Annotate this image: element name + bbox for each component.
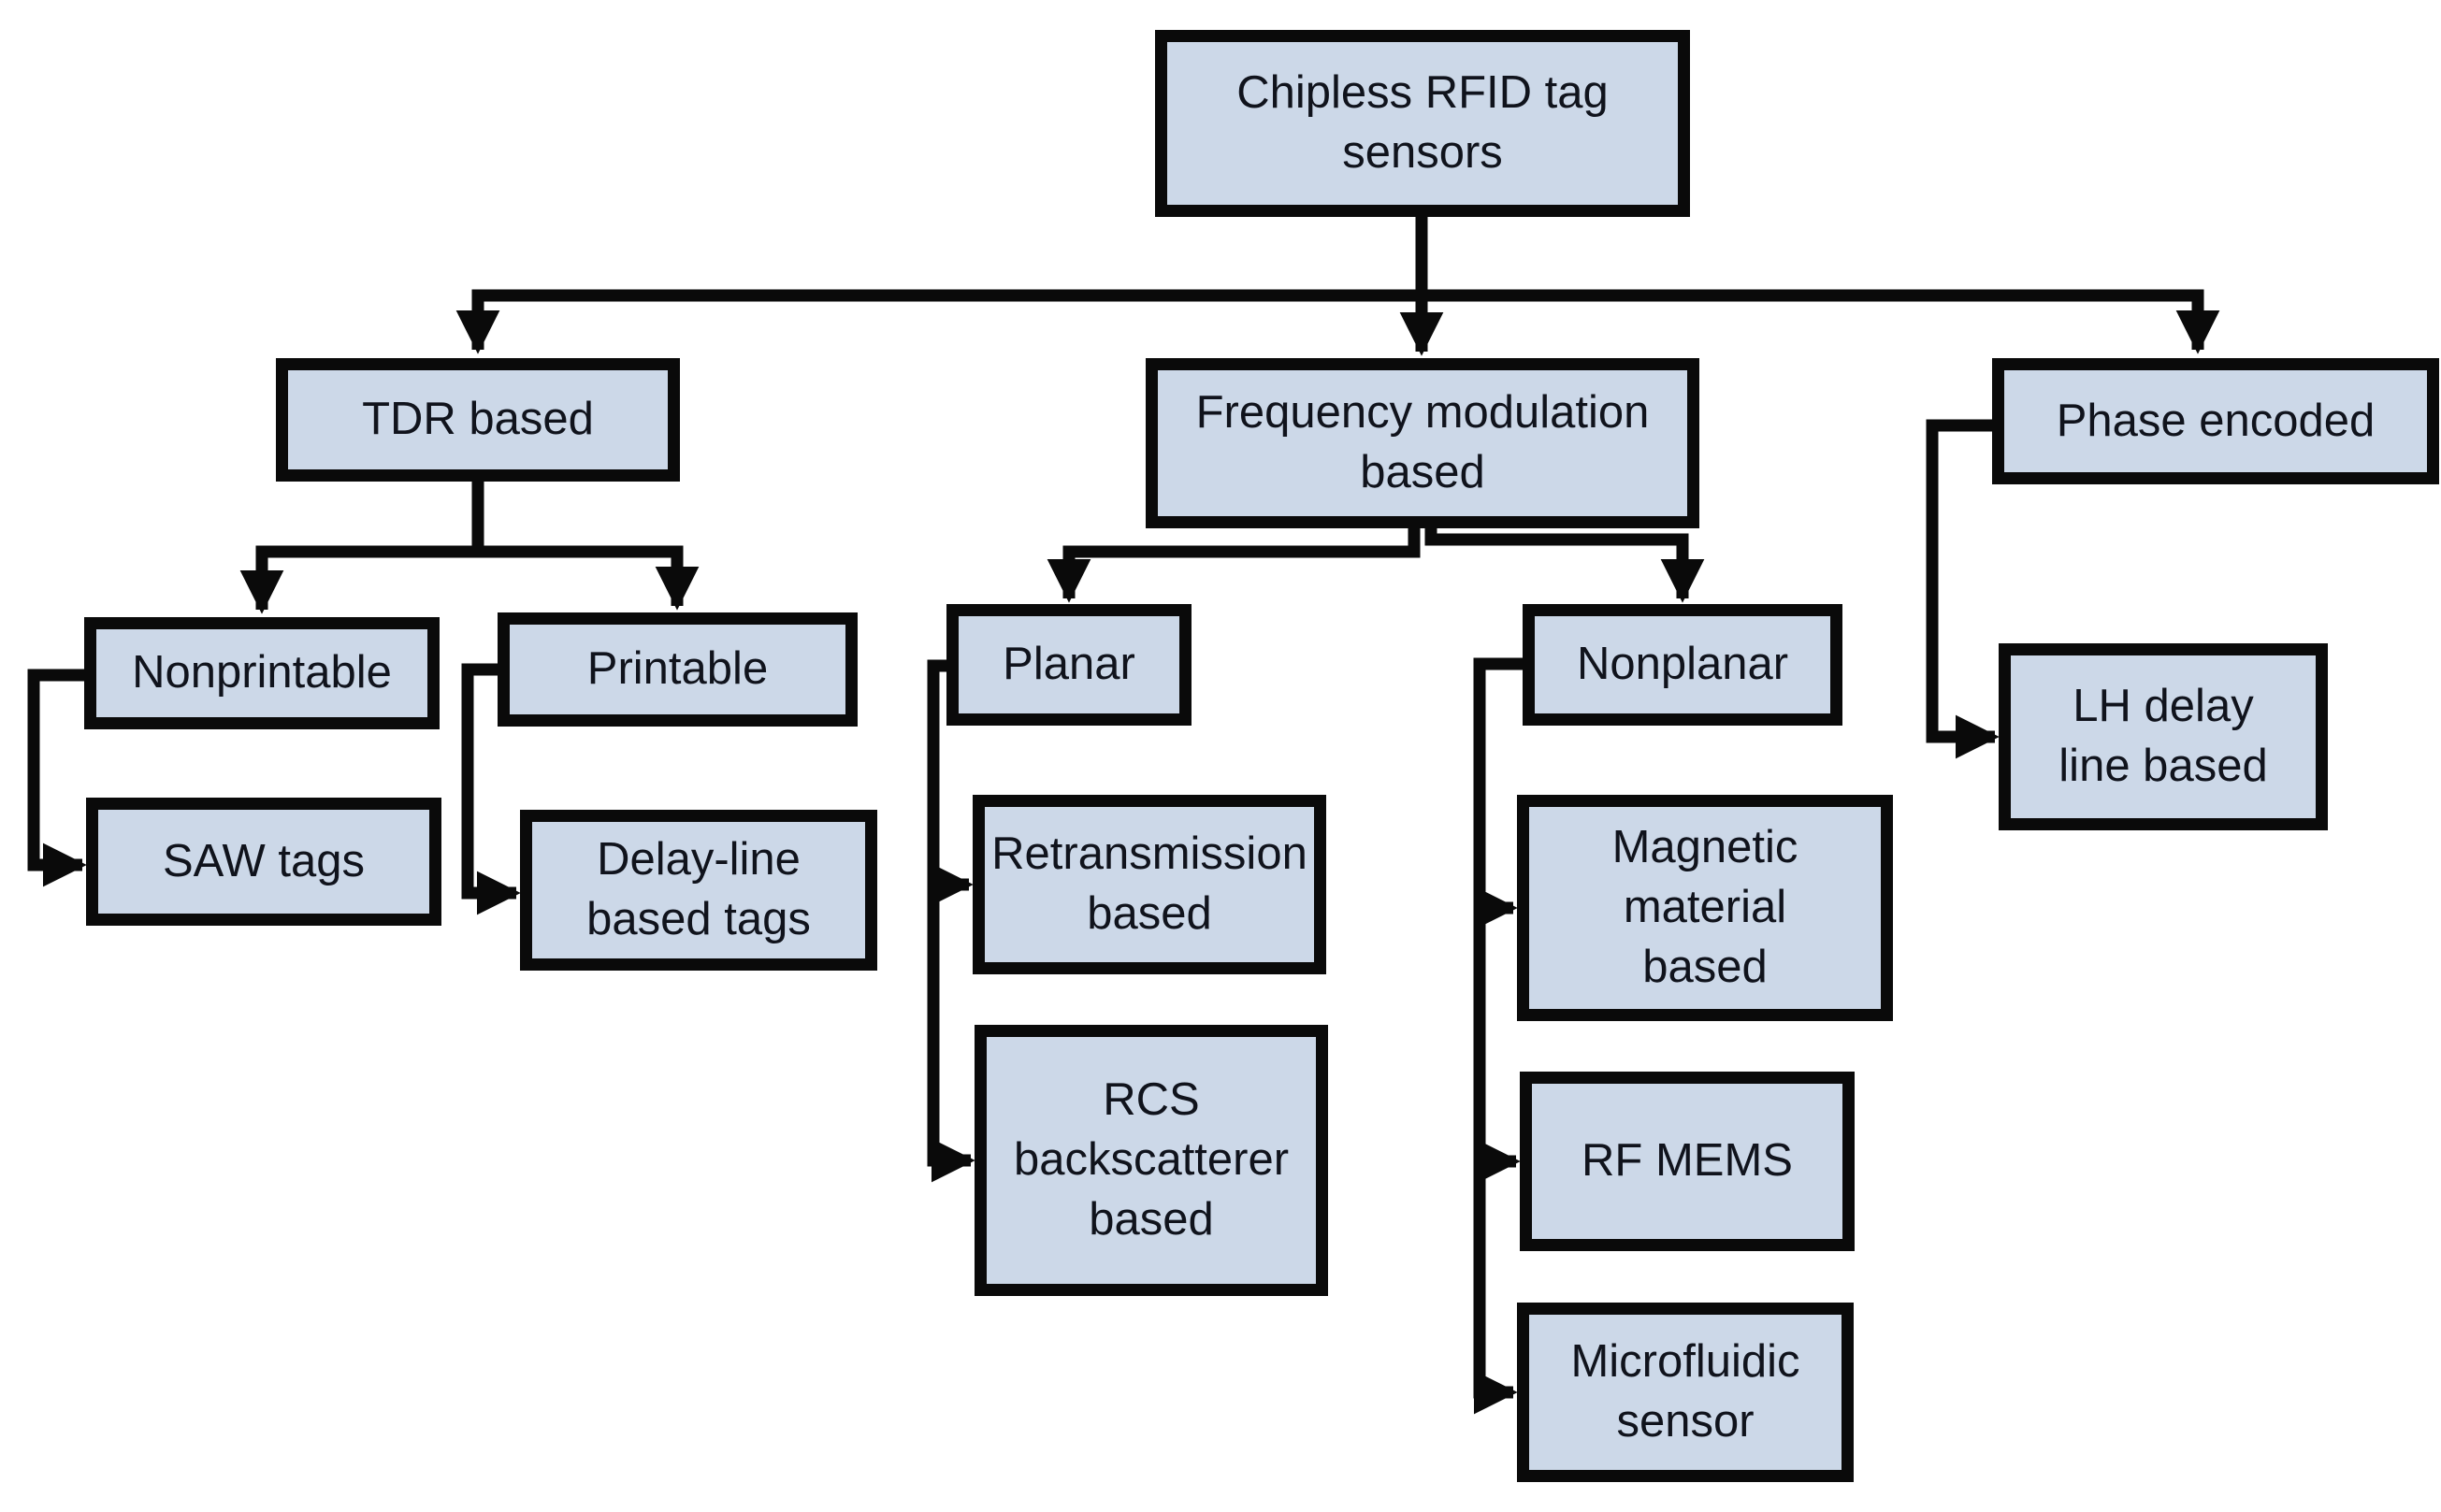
node-phase-encoded: Phase encoded xyxy=(1992,358,2439,484)
edge-planar-to-retransmission xyxy=(927,659,974,907)
node-label: Nonplanar xyxy=(1576,639,1789,690)
node-printable: Printable xyxy=(498,612,858,727)
node-rf-mems: RF MEMS xyxy=(1520,1072,1855,1251)
node-saw-tags: SAW tags xyxy=(86,798,441,926)
edge-planar-to-rcs xyxy=(927,885,975,1183)
node-label: Delay-line based tags xyxy=(586,834,811,944)
edge-tdr-rail xyxy=(239,545,700,614)
node-label: LH delay line based xyxy=(2058,681,2268,791)
node-rcs-backscatterer-based: RCS backscatterer based xyxy=(975,1025,1328,1296)
node-label: RCS backscatterer based xyxy=(1013,1074,1290,1245)
edge-root-rail xyxy=(455,289,2220,354)
edge-phase-to-lhdelay xyxy=(1926,419,2000,759)
node-microfluidic-sensor: Microfluidic sensor xyxy=(1517,1303,1854,1482)
node-chipless-rfid-tag-sensors: Chipless RFID tag sensors xyxy=(1155,30,1690,217)
edge-freq-to-planar xyxy=(1047,526,1421,603)
node-nonplanar: Nonplanar xyxy=(1523,604,1842,726)
edge-nonplanar-to-microfluidic xyxy=(1473,1161,1518,1415)
node-label: Microfluidic sensor xyxy=(1570,1336,1800,1447)
node-label: Chipless RFID tag sensors xyxy=(1236,67,1609,178)
node-lh-delay-line-based: LH delay line based xyxy=(1999,643,2328,830)
node-label: TDR based xyxy=(362,394,594,445)
node-delay-line-based-tags: Delay-line based tags xyxy=(520,810,877,971)
node-label: Magnetic material based xyxy=(1611,822,1798,992)
node-label: Frequency modulation based xyxy=(1195,387,1650,497)
node-label: Printable xyxy=(586,643,769,695)
node-tdr-based: TDR based xyxy=(276,358,680,482)
node-label: Phase encoded xyxy=(2056,395,2376,446)
node-label: RF MEMS xyxy=(1582,1135,1793,1187)
node-nonprintable: Nonprintable xyxy=(84,617,440,729)
node-magnetic-material-based: Magnetic material based xyxy=(1517,795,1893,1021)
edge-freq-to-nonplanar xyxy=(1424,526,1705,603)
node-label: Planar xyxy=(1003,639,1135,690)
edge-printable-to-delayline xyxy=(461,663,521,915)
node-retransmission-based: Retransmission based xyxy=(973,795,1326,974)
node-label: SAW tags xyxy=(162,835,366,886)
node-label: Retransmission based xyxy=(991,828,1307,939)
node-label: Nonprintable xyxy=(132,647,392,698)
edge-nonplanar-to-magnetic xyxy=(1473,657,1526,930)
edge-nonplanar-to-rfmems xyxy=(1473,908,1521,1184)
node-planar: Planar xyxy=(946,604,1192,726)
node-frequency-modulation-based: Frequency modulation based xyxy=(1146,358,1699,528)
edge-nonprintable-to-saw xyxy=(27,669,88,887)
